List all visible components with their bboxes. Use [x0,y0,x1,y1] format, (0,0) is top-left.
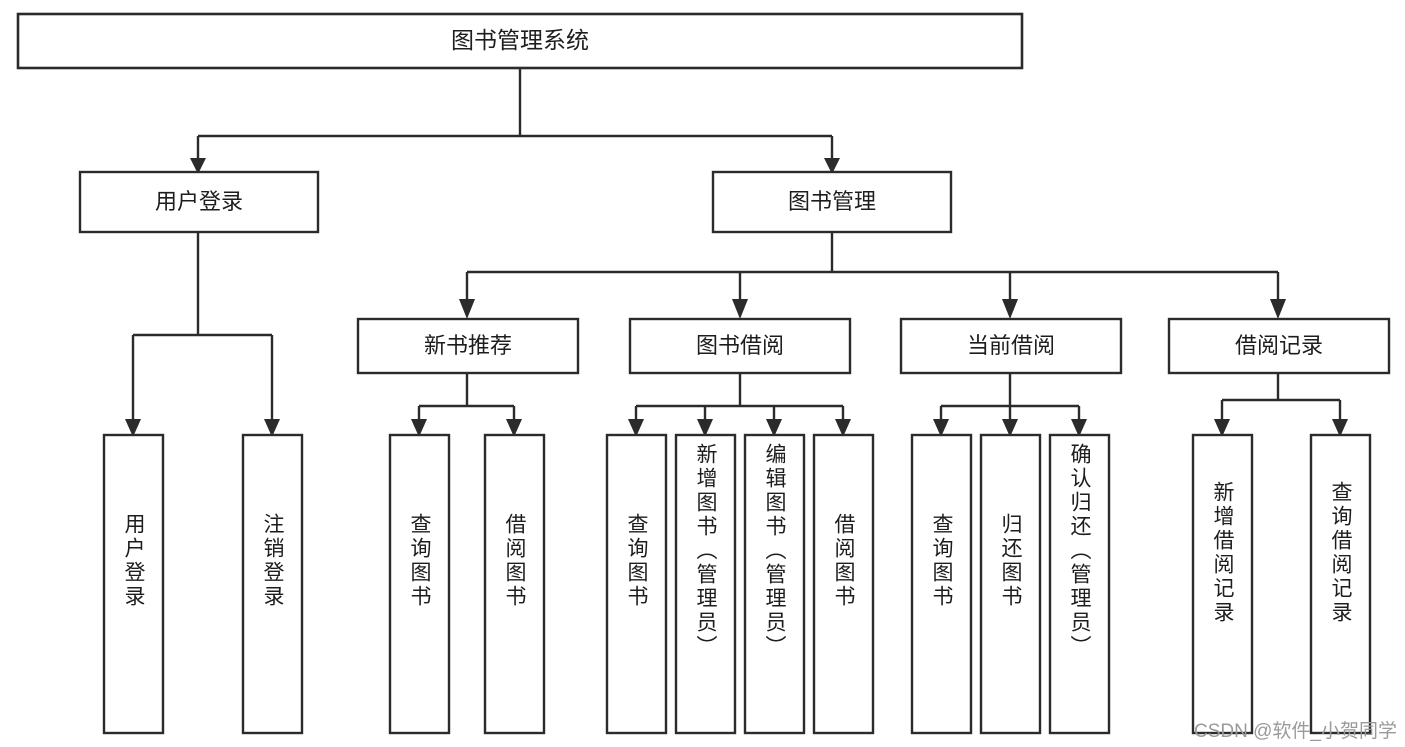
node-root[interactable]: 图书管理系统 [16,12,1024,70]
leaf-user-login-2[interactable]: 注销登录 [243,435,302,733]
leaf-box-user-login-1[interactable] [102,433,165,735]
watermark: CSDN @软件_小贺同学 [1194,721,1397,742]
leaf-newbook-2-label: 借阅图书 [503,513,526,609]
leaf-newbook-2[interactable]: 借阅图书 [485,435,544,733]
arrowhead-current-2 [1002,419,1018,437]
node-borrow-record-box[interactable] [1167,317,1391,375]
leaf-box-newbook-1[interactable] [388,433,451,735]
arrowhead-level3-3 [1002,299,1018,319]
leaf-borrow-3[interactable]: 编辑图书（管理员） [745,435,804,733]
arrowhead-userlogin-2 [264,419,280,437]
leaf-box-user-login-2[interactable] [241,433,304,735]
leaf-current-2[interactable]: 归还图书 [981,435,1040,733]
arrowhead-borrow-1 [628,419,644,437]
node-current-borrow-box[interactable] [899,317,1123,375]
leaf-borrow-2-label: 新增图书（管理员） [694,443,717,659]
arrowhead-record-1 [1214,419,1230,437]
node-user-login-box[interactable] [78,170,320,234]
leaf-box-record-2[interactable] [1309,433,1372,735]
arrowhead-userlogin-1 [125,419,141,437]
arrowhead-level3-2 [732,299,748,319]
node-book-management-label: 图书管理 [788,189,876,214]
node-book-borrow[interactable]: 图书借阅 [628,317,852,375]
leaf-record-1-label: 新增借阅记录 [1211,481,1234,625]
leaf-borrow-1-label: 查询图书 [625,513,648,609]
node-book-management-box[interactable] [711,170,953,234]
arrowhead-borrow-2 [697,419,713,437]
arrowhead-newbook-1 [411,419,427,437]
arrowhead-level2-2 [824,158,840,174]
arrowhead-current-1 [933,419,949,437]
arrowhead-level2-1 [190,158,206,174]
leaf-box-current-2[interactable] [979,433,1042,735]
node-current-borrow-label: 当前借阅 [967,333,1055,358]
leaf-record-1[interactable]: 新增借阅记录 [1193,435,1252,733]
arrowhead-level3-4 [1270,299,1286,319]
node-book-borrow-box[interactable] [628,317,852,375]
arrowhead-level3-1 [459,299,475,319]
leaf-box-borrow-1[interactable] [605,433,668,735]
connector-layer [125,68,1348,437]
leaf-box-newbook-2[interactable] [483,433,546,735]
arrowhead-current-3 [1071,419,1087,437]
node-new-book-recommend[interactable]: 新书推荐 [356,317,580,375]
arrowhead-borrow-4 [835,419,851,437]
leaf-newbook-1[interactable]: 查询图书 [390,435,449,733]
leaf-box-borrow-3[interactable] [743,433,806,735]
node-root-box[interactable] [16,12,1024,70]
node-borrow-record[interactable]: 借阅记录 [1167,317,1391,375]
leaf-current-3-label: 确认归还（管理员） [1068,443,1091,659]
node-user-login[interactable]: 用户登录 [78,170,320,234]
leaf-record-2[interactable]: 查询借阅记录 [1311,435,1370,733]
leaf-borrow-3-label: 编辑图书（管理员） [763,443,786,659]
node-root-label: 图书管理系统 [451,27,589,53]
arrowhead-borrow-3 [766,419,782,437]
leaf-box-borrow-2[interactable] [674,433,737,735]
node-new-book-recommend-box[interactable] [356,317,580,375]
leaf-user-login-2-label: 注销登录 [261,513,284,609]
leaf-borrow-2[interactable]: 新增图书（管理员） [676,435,735,733]
leaf-box-current-3[interactable] [1048,433,1111,735]
leaf-current-3[interactable]: 确认归还（管理员） [1050,435,1109,733]
leaf-current-1-label: 查询图书 [930,513,953,609]
leaf-record-2-label: 查询借阅记录 [1329,481,1352,625]
leaf-borrow-1[interactable]: 查询图书 [607,435,666,733]
leaf-current-1[interactable]: 查询图书 [912,435,971,733]
node-new-book-recommend-label: 新书推荐 [424,333,512,358]
leaf-box-borrow-4[interactable] [812,433,875,735]
node-current-borrow[interactable]: 当前借阅 [899,317,1123,375]
node-borrow-record-label: 借阅记录 [1235,333,1323,358]
leaf-user-login-1-label: 用户登录 [122,513,145,609]
leaf-borrow-4[interactable]: 借阅图书 [814,435,873,733]
leaf-box-current-1[interactable] [910,433,973,735]
leaf-newbook-1-label: 查询图书 [408,513,431,609]
leaf-box-record-1[interactable] [1191,433,1254,735]
arrowhead-newbook-2 [506,419,522,437]
leaf-box-layer [102,433,1372,735]
arrowhead-record-2 [1332,419,1348,437]
leaf-current-2-label: 归还图书 [999,513,1022,609]
node-book-borrow-label: 图书借阅 [696,333,784,358]
leaf-borrow-4-label: 借阅图书 [832,513,855,609]
node-book-management[interactable]: 图书管理 [711,170,953,234]
node-user-login-label: 用户登录 [155,189,243,214]
leaf-user-login-1[interactable]: 用户登录 [104,435,163,733]
